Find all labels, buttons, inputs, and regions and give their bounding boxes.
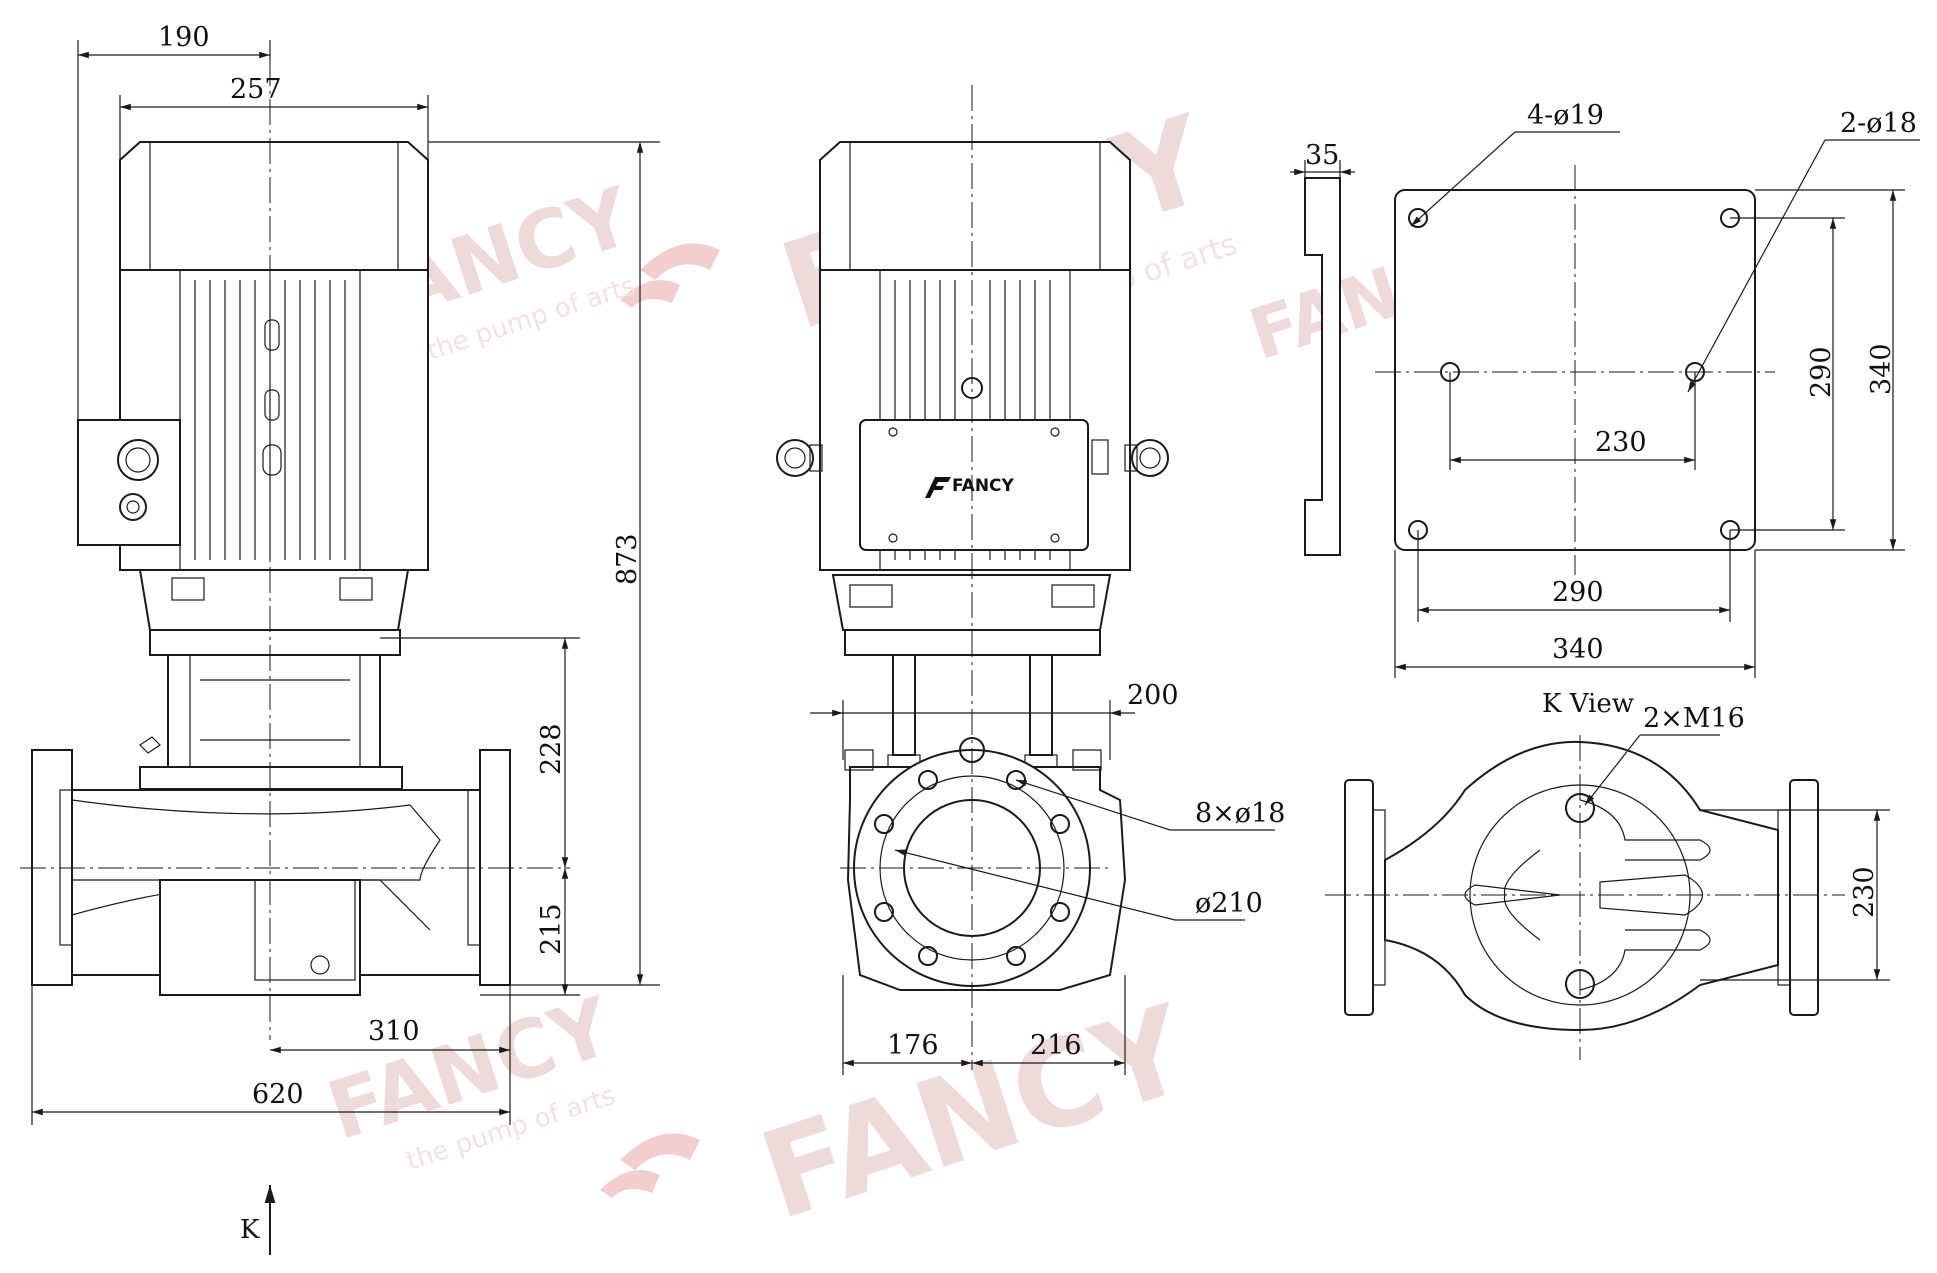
dimension-200: 200 bbox=[810, 680, 1179, 760]
dim-label: 873 bbox=[612, 533, 643, 585]
dimension-v230: 230 bbox=[1700, 809, 1890, 981]
dimension-35: 35 bbox=[1290, 140, 1355, 178]
fancy-logo-icon bbox=[925, 477, 951, 498]
dimension-228: 228 bbox=[380, 637, 580, 868]
dimension-4-holes: 4-ø19 bbox=[1410, 100, 1620, 227]
dimension-620: 620 bbox=[31, 985, 511, 1125]
base-plate-side: 35 bbox=[1290, 140, 1355, 556]
dim-label: 228 bbox=[536, 723, 567, 775]
dim-label: 4-ø19 bbox=[1527, 100, 1604, 131]
dimension-v340: 340 bbox=[1755, 189, 1905, 551]
dimension-257: 257 bbox=[119, 74, 429, 160]
dimension-h340: 340 bbox=[1394, 550, 1756, 678]
dimension-2-holes: 2-ø18 bbox=[1687, 108, 1920, 393]
mount-hole-icon bbox=[1408, 208, 1428, 228]
watermark-logo-icon bbox=[600, 243, 720, 1198]
dim-label: 620 bbox=[252, 1079, 304, 1110]
bolt-hole-icon bbox=[874, 902, 894, 922]
dim-label: 2×M16 bbox=[1643, 703, 1745, 734]
bolt-hole-icon bbox=[874, 814, 894, 834]
k-view-arrow: K bbox=[240, 1185, 276, 1255]
bolt-hole-icon bbox=[1050, 814, 1070, 834]
lifting-eye-icon bbox=[1131, 439, 1169, 477]
k-arrow-label: K bbox=[240, 1215, 260, 1245]
dimension-190: 190 bbox=[77, 22, 271, 420]
bolt-hole-icon bbox=[918, 770, 938, 790]
dim-label: 2-ø18 bbox=[1840, 108, 1917, 139]
bolt-hole-icon bbox=[918, 946, 938, 966]
dimension-873: 873 bbox=[428, 141, 660, 986]
dim-label: 257 bbox=[230, 74, 282, 105]
bolt-hole-icon bbox=[1006, 946, 1026, 966]
lifting-eye-icon bbox=[776, 439, 814, 477]
dimension-m16: 2×M16 bbox=[1584, 703, 1745, 806]
watermark-brand: FANCY bbox=[746, 980, 1206, 1248]
dim-label: 310 bbox=[368, 1016, 420, 1047]
dimension-215: 215 bbox=[480, 868, 580, 996]
dim-label: 215 bbox=[536, 903, 567, 955]
dim-label: 290 bbox=[1806, 346, 1837, 398]
nameplate-brand: FANCY bbox=[952, 476, 1015, 496]
dim-label: 176 bbox=[887, 1030, 939, 1061]
front-view: 190 257 873 228 215 bbox=[20, 22, 660, 1255]
dimension-h290: 290 bbox=[1417, 530, 1731, 622]
dimension-216: 216 bbox=[972, 975, 1126, 1075]
dim-label: 230 bbox=[1849, 866, 1880, 918]
dim-label: ø210 bbox=[1195, 888, 1263, 919]
dim-label: 230 bbox=[1595, 427, 1647, 458]
dim-label: 8×ø18 bbox=[1195, 798, 1285, 829]
dimension-bolt-holes: 8×ø18 bbox=[1015, 779, 1285, 831]
nameplate bbox=[859, 419, 1089, 551]
dimension-176: 176 bbox=[842, 975, 972, 1075]
dim-label: 200 bbox=[1127, 680, 1179, 711]
dim-label: 290 bbox=[1552, 577, 1604, 608]
base-plate-top: 4-ø19 2-ø18 290 340 230 bbox=[1375, 100, 1920, 678]
bolt-hole-icon bbox=[1050, 902, 1070, 922]
dimension-pcd: ø210 bbox=[894, 849, 1263, 921]
dimension-v290: 290 bbox=[1730, 217, 1845, 531]
k-view-title: K View bbox=[1542, 689, 1634, 719]
k-view: K View 2×M16 230 bbox=[1325, 689, 1890, 1060]
dim-label: 216 bbox=[1030, 1030, 1082, 1061]
dimension-310: 310 bbox=[270, 985, 511, 1060]
dim-label: 190 bbox=[158, 22, 210, 53]
dimension-h230: 230 bbox=[1449, 372, 1696, 470]
dim-label: 340 bbox=[1552, 634, 1604, 665]
side-view: FANCY bbox=[776, 85, 1285, 1075]
dim-label: 35 bbox=[1305, 140, 1339, 171]
dim-label: 340 bbox=[1866, 343, 1897, 395]
